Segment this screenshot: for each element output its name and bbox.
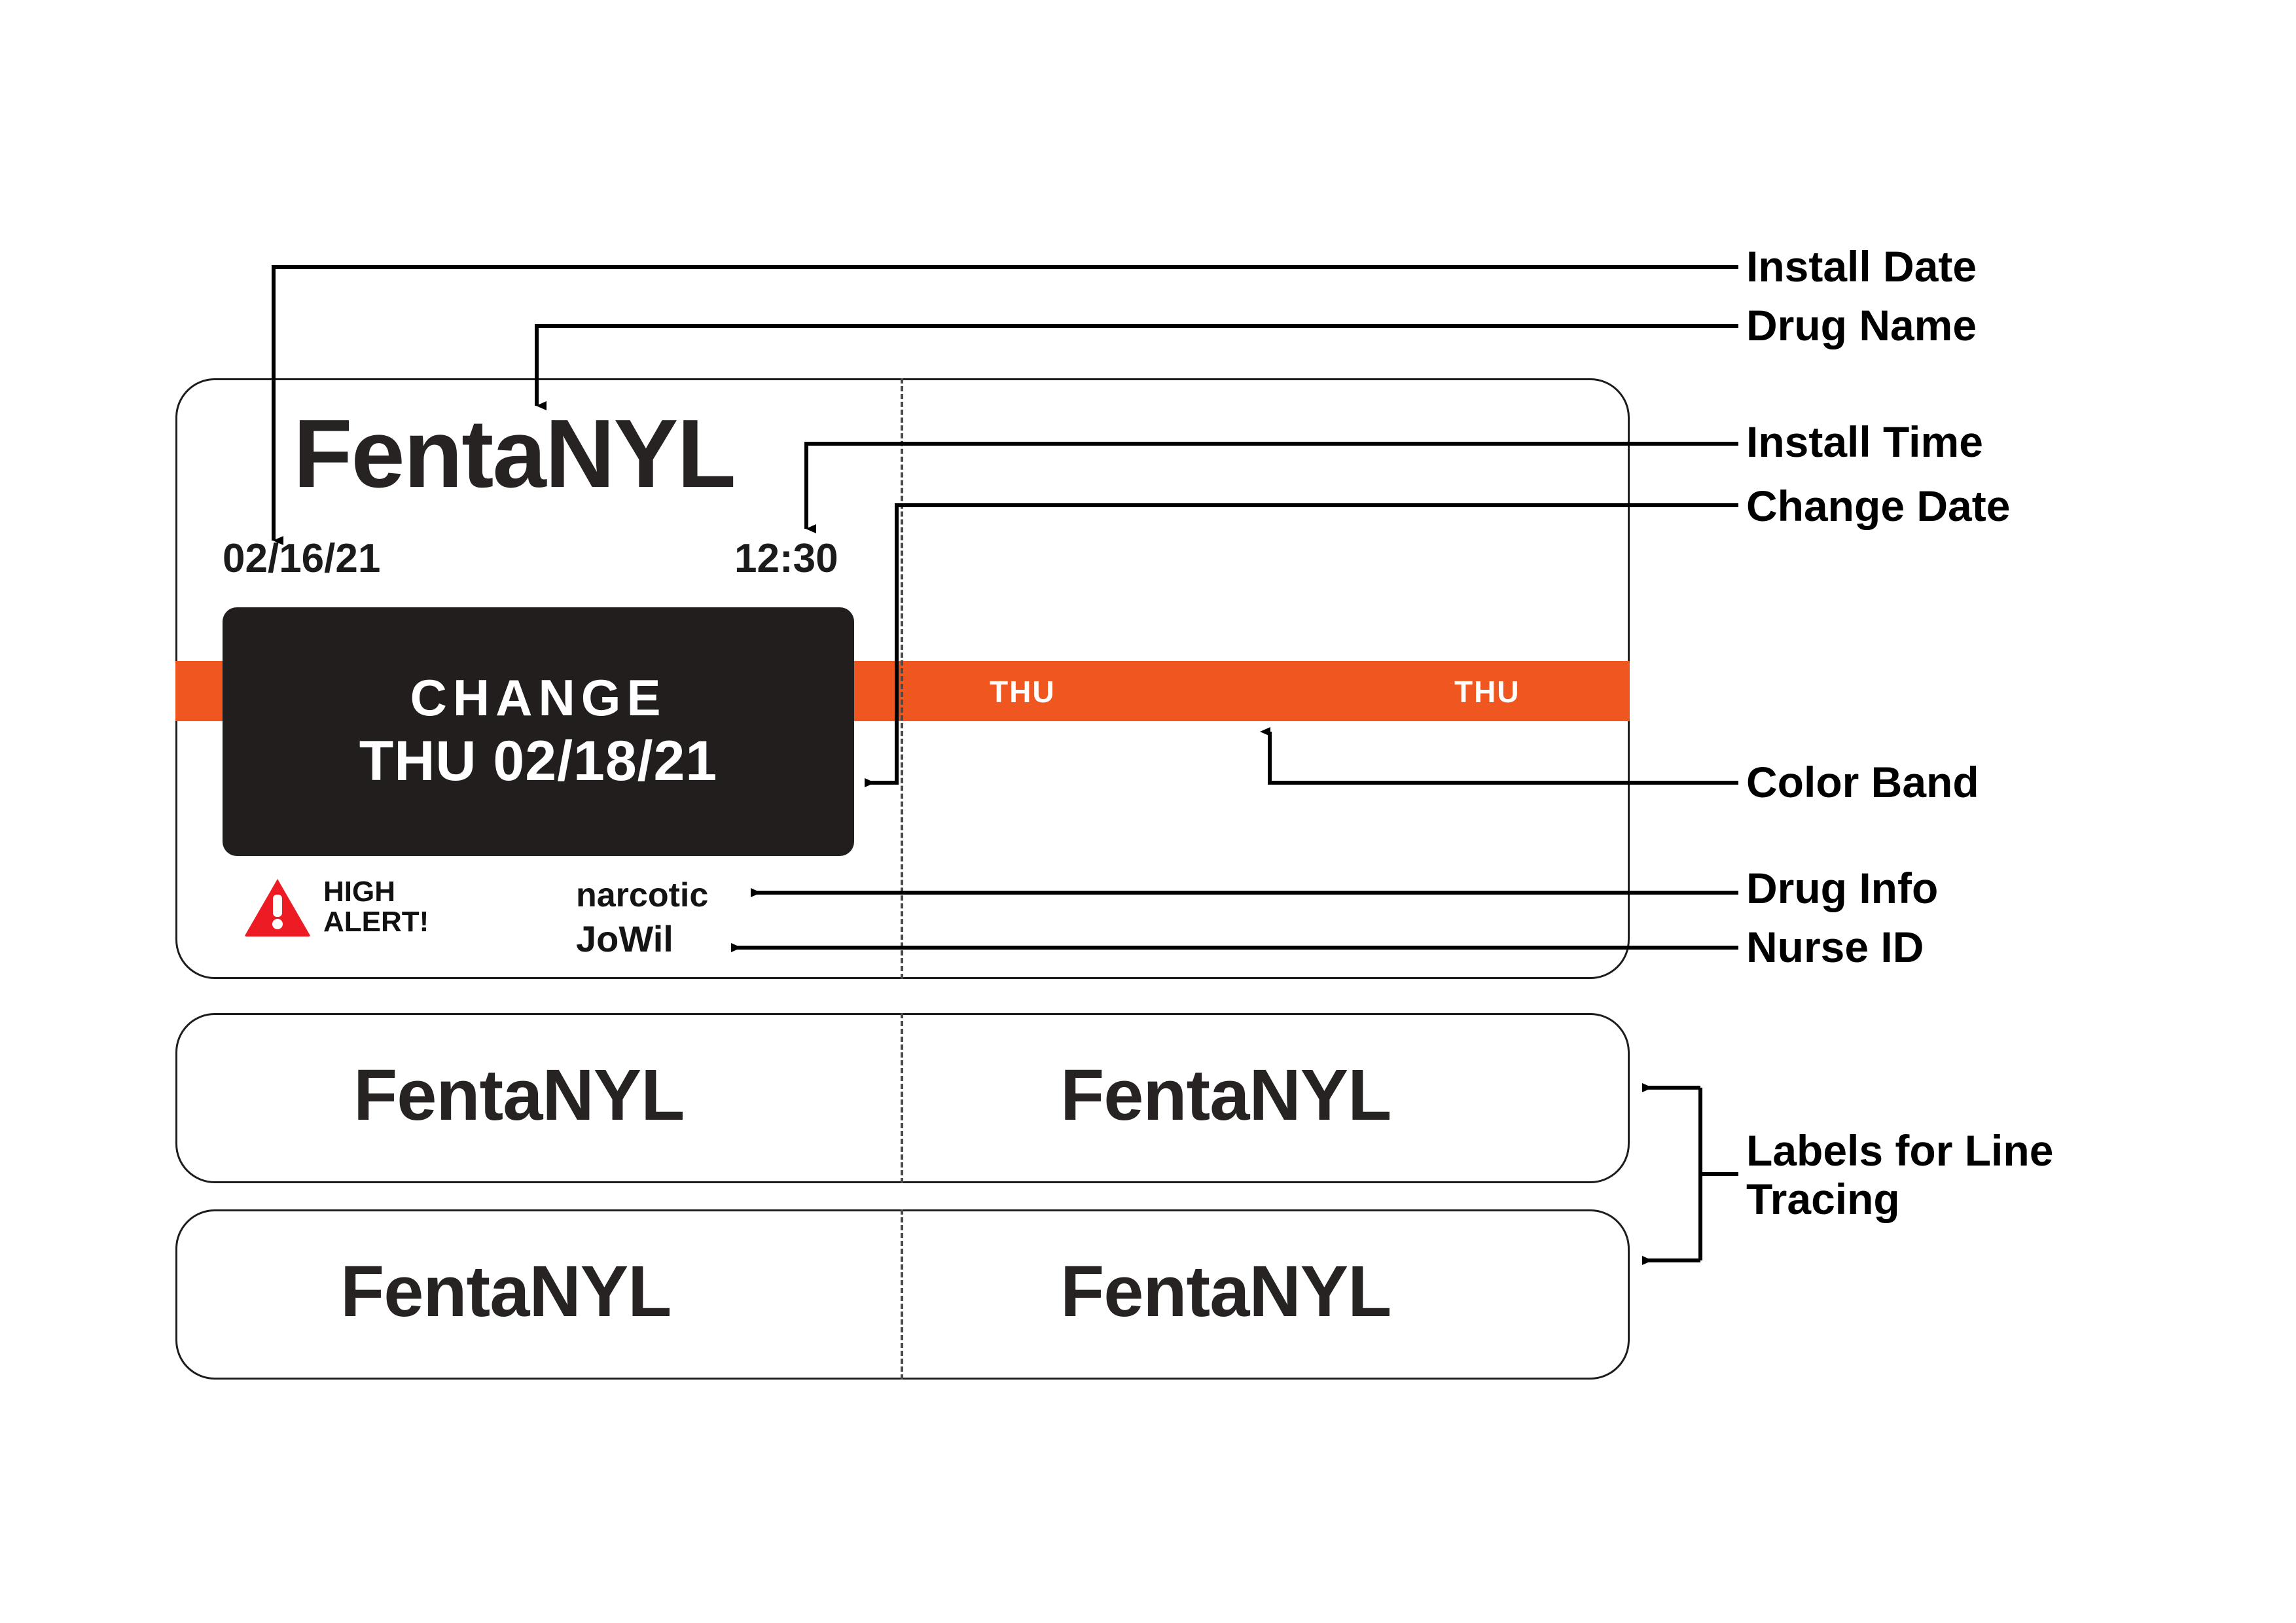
strip-1-right-name: FentaNYL <box>1060 1055 1391 1135</box>
perforation-line-main <box>901 378 903 979</box>
change-box: CHANGE THU 02/18/21 <box>223 607 854 856</box>
change-date-value: THU 02/18/21 <box>359 729 718 793</box>
alert-line-1: HIGH <box>323 876 395 908</box>
perforation-line-strip-1 <box>901 1013 903 1183</box>
drug-name: FentaNYL <box>293 400 736 508</box>
drug-info-value: narcotic <box>576 876 709 914</box>
high-alert-text: HIGH ALERT! <box>323 876 429 938</box>
band-day-right: THU <box>1454 675 1520 709</box>
high-alert-group: HIGH ALERT! <box>243 876 429 938</box>
nurse-id-value: JoWil <box>576 918 673 959</box>
install-date-value: 02/16/21 <box>223 536 381 581</box>
annotation-line-tracing-l1: Labels for Line <box>1746 1126 2054 1175</box>
annotation-line-tracing: Labels for Line Tracing <box>1746 1126 2054 1224</box>
perforation-line-strip-2 <box>901 1209 903 1380</box>
annotation-drug-info: Drug Info <box>1746 864 1939 912</box>
annotation-drug-name: Drug Name <box>1746 301 1977 349</box>
warning-triangle-icon <box>245 879 310 937</box>
alert-line-2: ALERT! <box>323 906 429 938</box>
strip-1-left-name: FentaNYL <box>353 1055 685 1135</box>
strip-2-left-name: FentaNYL <box>340 1251 672 1332</box>
annotation-line-tracing-l2: Tracing <box>1746 1174 1900 1223</box>
annotation-install-date: Install Date <box>1746 242 1977 291</box>
install-time-value: 12:30 <box>734 536 838 581</box>
annotation-nurse-id: Nurse ID <box>1746 923 1924 971</box>
annotation-install-time: Install Time <box>1746 418 1983 466</box>
strip-2-right-name: FentaNYL <box>1060 1251 1391 1332</box>
annotation-color-band: Color Band <box>1746 758 1979 806</box>
band-day-left: THU <box>990 675 1056 709</box>
change-word: CHANGE <box>410 668 667 726</box>
annotation-change-date: Change Date <box>1746 482 2011 530</box>
